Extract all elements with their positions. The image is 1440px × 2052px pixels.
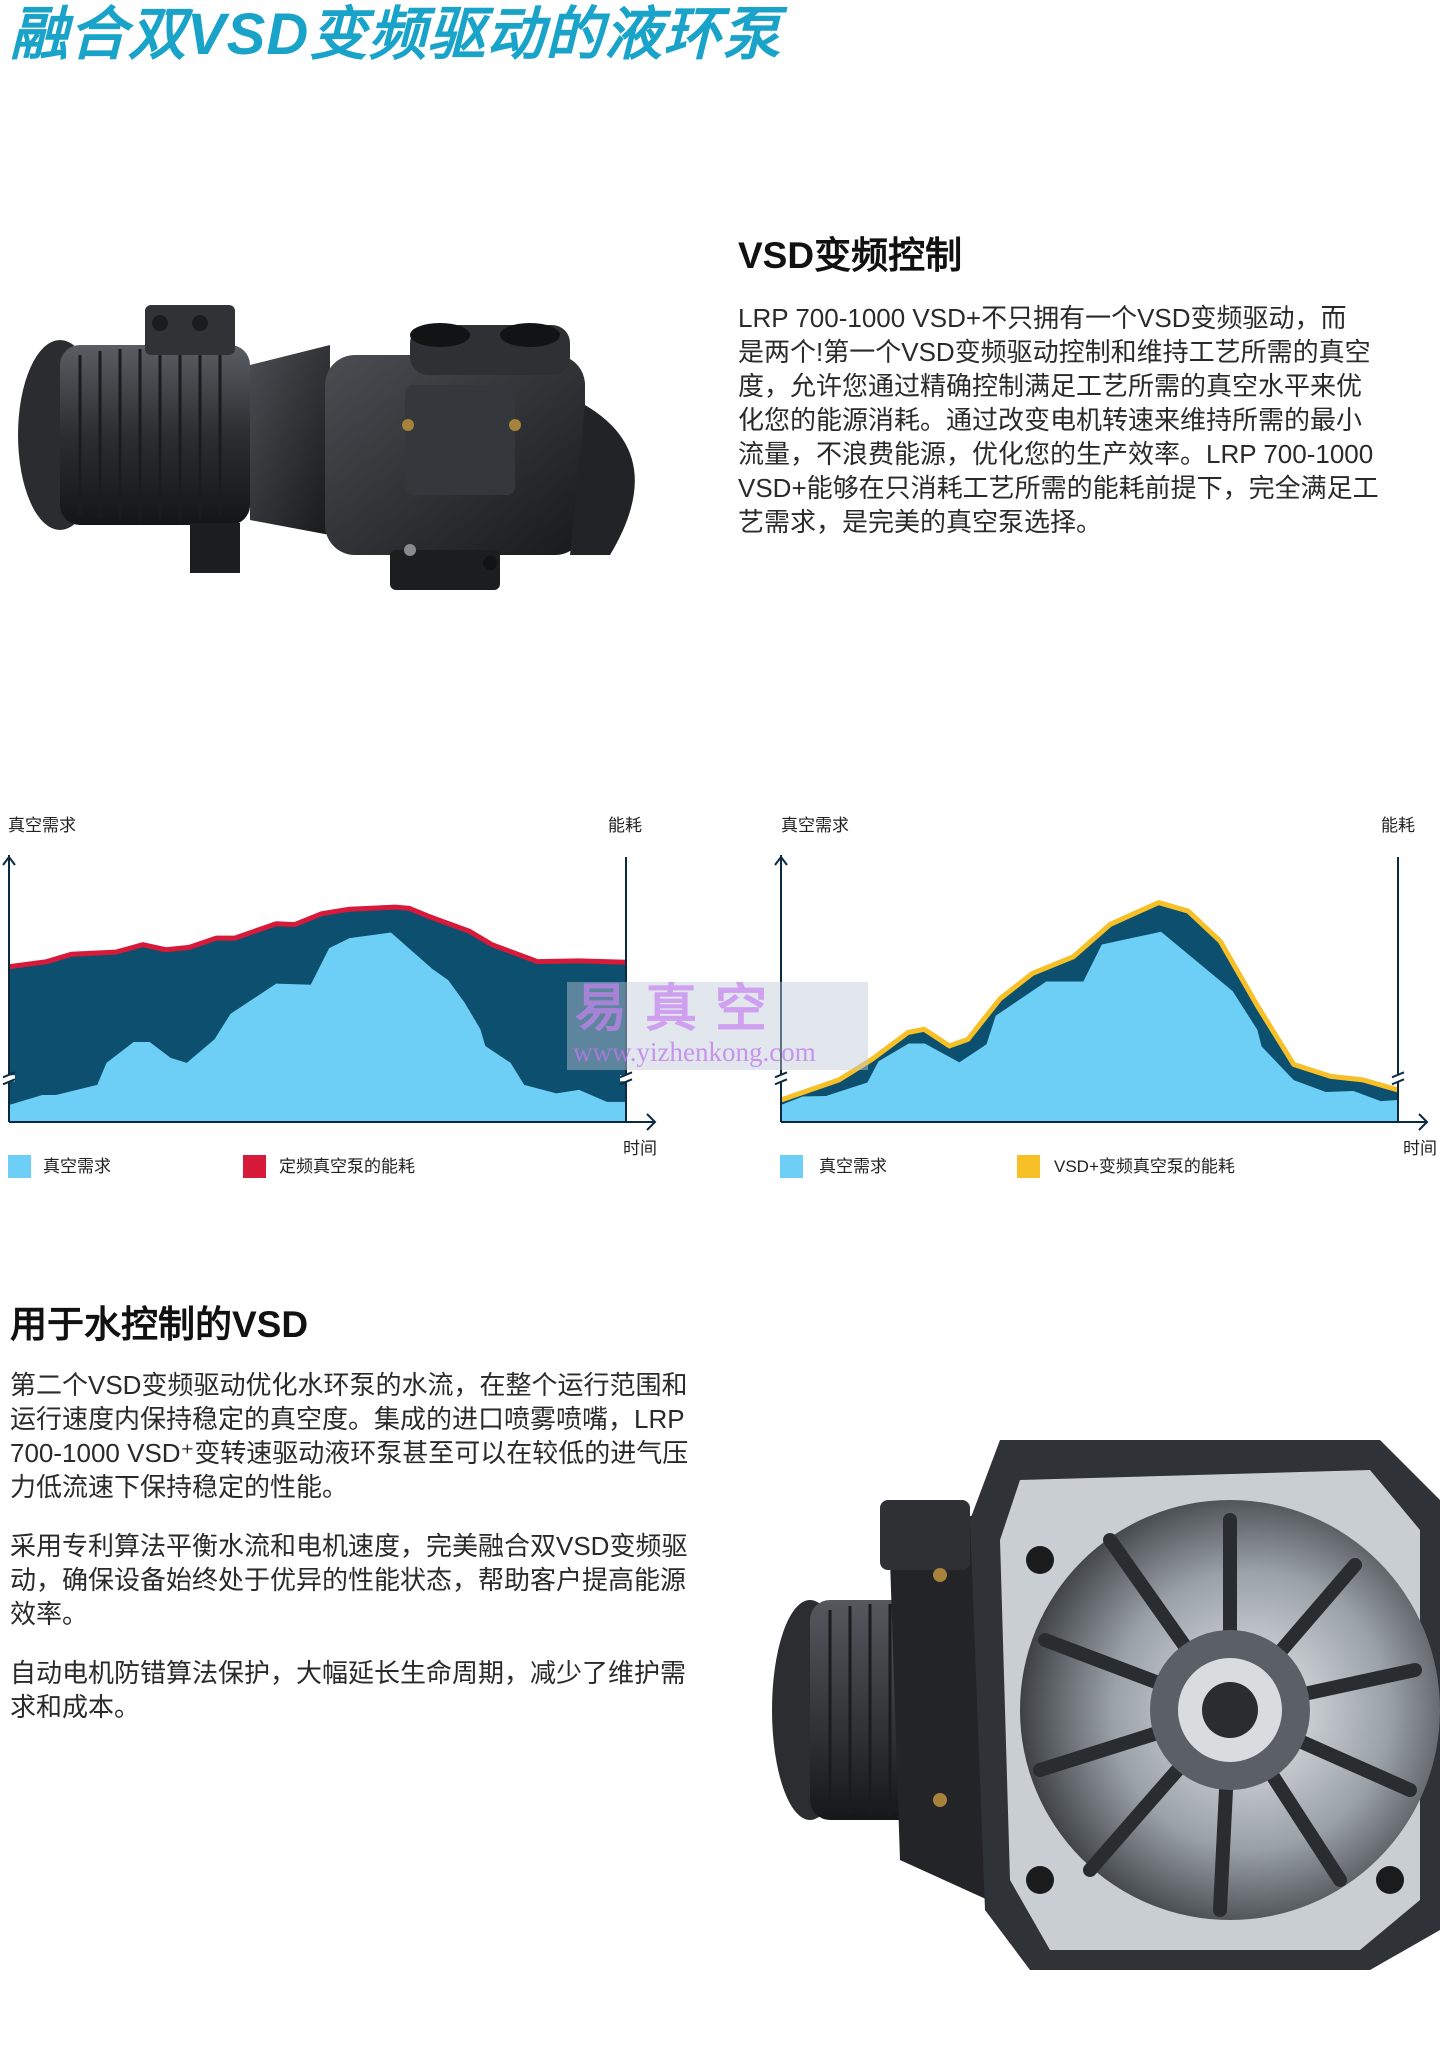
legend-swatch-vsd xyxy=(1017,1155,1040,1178)
legend-swatch-fixed-speed xyxy=(243,1155,266,1178)
body-line: 运行速度内保持稳定的真空度。集成的进口喷雾喷嘴，LRP xyxy=(10,1404,685,1434)
pump-product-image xyxy=(18,305,635,590)
body-line: LRP 700-1000 VSD+不只拥有一个VSD变频驱动，而 xyxy=(738,303,1347,333)
chart1-legend-energy: 定频真空泵的能耗 xyxy=(279,1157,415,1176)
body-line: 是两个!第一个VSD变频驱动控制和维持工艺所需的真空 xyxy=(738,337,1371,367)
paragraph: 自动电机防错算法保护，大幅延长生命周期，减少了维护需 求和成本。 xyxy=(10,1656,688,1724)
section-vsd-control-body: LRP 700-1000 VSD+不只拥有一个VSD变频驱动，而 是两个!第一个… xyxy=(738,301,1379,539)
axis-break-mark xyxy=(619,1071,633,1079)
body-line: 求和成本。 xyxy=(10,1692,141,1722)
body-line: 第二个VSD变频驱动优化水环泵的水流，在整个运行范围和 xyxy=(10,1370,688,1400)
watermark-url: www.yizhenkong.com xyxy=(573,1037,816,1067)
body-line: 艺需求，是完美的真空泵选择。 xyxy=(738,507,1103,537)
demand-area xyxy=(9,932,626,1122)
chart1-xlabel: 时间 xyxy=(623,1139,657,1158)
axis-break-gap xyxy=(775,1075,787,1082)
paragraph: 采用专利算法平衡水流和电机速度，完美融合双VSD变频驱 动，确保设备始终处于优异… xyxy=(10,1529,688,1631)
body-line: 流量，不浪费能源，优化您的生产效率。LRP 700-1000 xyxy=(738,439,1374,469)
body-line: VSD+能够在只消耗工艺所需的能耗前提下，完全满足工 xyxy=(738,473,1379,503)
y-axis-arrow xyxy=(774,855,788,866)
chart2-ylabel-left: 真空需求 xyxy=(781,816,849,835)
chart2-xlabel: 时间 xyxy=(1403,1139,1437,1158)
section-water-control-body: 第二个VSD变频驱动优化水环泵的水流，在整个运行范围和 运行速度内保持稳定的真空… xyxy=(10,1368,688,1724)
section-heading-water-control: 用于水控制的VSD xyxy=(10,1304,309,1345)
legend-swatch-demand xyxy=(780,1155,803,1178)
vsd-energy-chart xyxy=(774,855,1429,1131)
energy-line xyxy=(780,900,1399,1103)
body-line: 度，允许您通过精确控制满足工艺所需的真空水平来优 xyxy=(738,371,1363,401)
axis-break-mark xyxy=(619,1078,633,1086)
chart1-ylabel-right: 能耗 xyxy=(608,816,642,835)
body-line: 化您的能源消耗。通过改变电机转速来维持所需的最小 xyxy=(738,405,1363,435)
axis-break-mark xyxy=(2,1078,16,1086)
demand-area xyxy=(781,931,1398,1122)
y-axis-arrow xyxy=(2,855,16,866)
axis-break-mark xyxy=(1391,1071,1405,1079)
body-line: 采用专利算法平衡水流和电机速度，完美融合双VSD变频驱 xyxy=(10,1531,688,1561)
pump-cutaway-image xyxy=(772,1440,1440,1970)
x-axis-arrow xyxy=(1418,1113,1429,1131)
body-line: 力低流速下保持稳定的性能。 xyxy=(10,1472,349,1502)
axis-break-mark xyxy=(774,1078,788,1086)
legend-swatch-demand xyxy=(8,1155,31,1178)
chart2-ylabel-right: 能耗 xyxy=(1381,816,1415,835)
energy-line xyxy=(8,904,627,970)
watermark-text: 易真空 xyxy=(575,982,786,1036)
body-line: 效率。 xyxy=(10,1599,89,1629)
fixed-speed-energy-chart xyxy=(2,855,657,1131)
chart1-ylabel-left: 真空需求 xyxy=(8,816,76,835)
chart1-legend-demand: 真空需求 xyxy=(43,1157,111,1176)
body-line: 700-1000 VSD⁺变转速驱动液环泵甚至可以在较低的进气压 xyxy=(10,1438,689,1468)
axis-break-gap xyxy=(1392,1075,1404,1082)
x-axis-arrow xyxy=(646,1113,657,1131)
watermark: 易真空 www.yizhenkong.com xyxy=(567,982,868,1070)
axis-break-mark xyxy=(1391,1078,1405,1086)
axis-break-mark xyxy=(2,1071,16,1079)
axis-break-gap xyxy=(620,1075,632,1082)
axis-break-gap xyxy=(3,1075,15,1082)
paragraph: 第二个VSD变频驱动优化水环泵的水流，在整个运行范围和 运行速度内保持稳定的真空… xyxy=(10,1368,688,1504)
chart2-legend-energy: VSD+变频真空泵的能耗 xyxy=(1054,1157,1235,1176)
body-line: 自动电机防错算法保护，大幅延长生命周期，减少了维护需 xyxy=(10,1658,687,1688)
page-title: 融合双VSD变频驱动的液环泵 xyxy=(10,2,782,67)
body-line: 动，确保设备始终处于优异的性能状态，帮助客户提高能源 xyxy=(10,1565,687,1595)
chart2-legend-demand: 真空需求 xyxy=(819,1157,887,1176)
axis-break-mark xyxy=(774,1071,788,1079)
section-heading-vsd-control: VSD变频控制 xyxy=(738,235,963,276)
